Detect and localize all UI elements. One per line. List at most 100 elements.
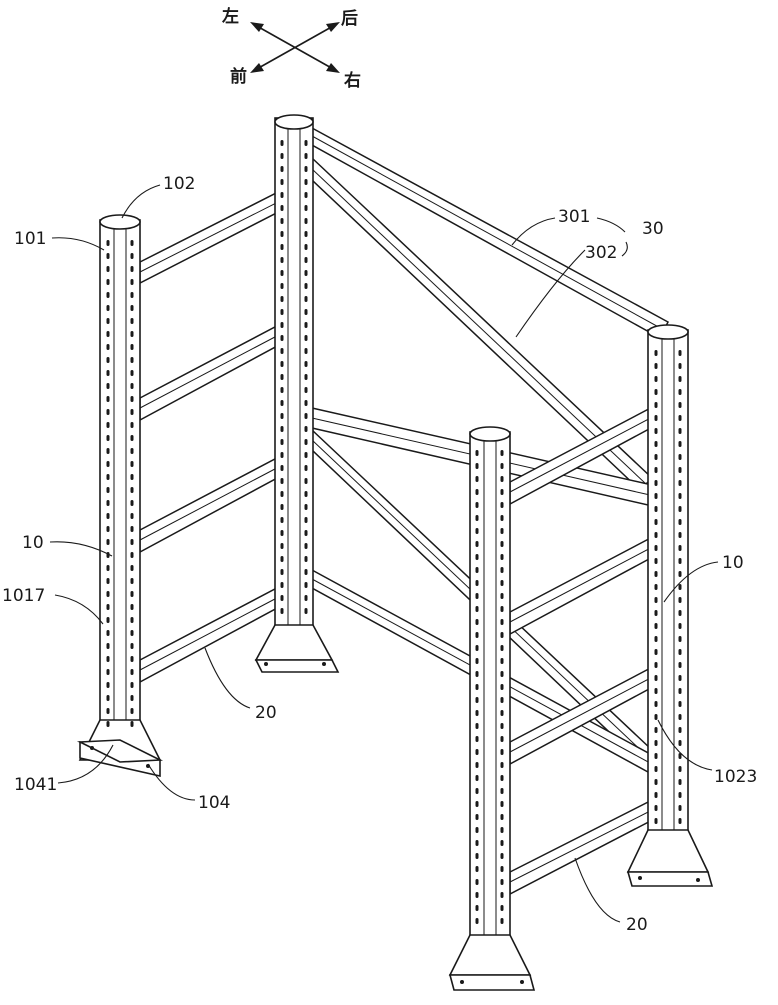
- slot-hole: [305, 595, 308, 601]
- slot-hole: [131, 526, 134, 532]
- slot-hole: [655, 636, 658, 642]
- slot-hole: [131, 370, 134, 376]
- slot-hole: [655, 688, 658, 694]
- arrowhead-back-icon: [326, 22, 340, 32]
- slot-hole: [501, 645, 504, 651]
- slot-hole: [305, 257, 308, 263]
- slot-hole: [655, 454, 658, 460]
- slot-hole: [679, 402, 682, 408]
- slot-hole: [305, 374, 308, 380]
- slot-hole: [107, 435, 110, 441]
- slot-hole: [655, 480, 658, 486]
- slot-hole: [131, 474, 134, 480]
- slot-hole: [305, 335, 308, 341]
- slot-hole: [281, 517, 284, 523]
- slot-hole: [281, 335, 284, 341]
- slot-hole: [305, 452, 308, 458]
- slot-hole: [107, 448, 110, 454]
- slot-hole: [281, 400, 284, 406]
- slot-hole: [655, 740, 658, 746]
- front-right-post: [450, 427, 534, 990]
- slot-hole: [131, 630, 134, 636]
- slot-hole: [131, 539, 134, 545]
- slot-hole: [131, 279, 134, 285]
- slot-hole: [131, 396, 134, 402]
- slot-hole: [501, 658, 504, 664]
- slot-hole: [131, 357, 134, 363]
- slot-hole: [501, 762, 504, 768]
- slot-hole: [655, 415, 658, 421]
- slot-hole: [501, 515, 504, 521]
- slot-hole: [501, 489, 504, 495]
- slot-hole: [679, 350, 682, 356]
- slot-hole: [305, 296, 308, 302]
- slot-hole: [476, 463, 479, 469]
- slot-hole: [131, 331, 134, 337]
- slot-hole: [501, 749, 504, 755]
- slot-hole: [501, 671, 504, 677]
- slot-hole: [305, 504, 308, 510]
- right-beam-2: [510, 532, 662, 634]
- slot-hole: [476, 450, 479, 456]
- slot-hole: [679, 727, 682, 733]
- label-10-right: 10: [722, 553, 744, 573]
- slot-hole: [107, 266, 110, 272]
- slot-hole: [655, 363, 658, 369]
- slot-hole: [131, 266, 134, 272]
- slot-hole: [107, 656, 110, 662]
- slot-hole: [476, 853, 479, 859]
- slot-hole: [679, 519, 682, 525]
- slot-hole: [655, 727, 658, 733]
- slot-hole: [655, 558, 658, 564]
- slot-hole: [281, 231, 284, 237]
- slot-hole: [107, 422, 110, 428]
- slot-hole: [655, 389, 658, 395]
- slot-hole: [281, 595, 284, 601]
- direction-compass: 左 后 前 右: [222, 6, 361, 91]
- slot-hole: [305, 413, 308, 419]
- slot-hole: [501, 554, 504, 560]
- slot-hole: [679, 675, 682, 681]
- slot-hole: [281, 270, 284, 276]
- slot-hole: [281, 426, 284, 432]
- slot-hole: [476, 892, 479, 898]
- slot-hole: [107, 526, 110, 532]
- slot-hole: [655, 467, 658, 473]
- arrowhead-left-icon: [250, 22, 264, 32]
- slot-hole: [107, 383, 110, 389]
- slot-hole: [476, 476, 479, 482]
- slot-hole: [305, 244, 308, 250]
- direction-back-label: 后: [341, 9, 358, 29]
- slot-hole: [679, 610, 682, 616]
- slot-hole: [501, 567, 504, 573]
- slot-hole: [281, 192, 284, 198]
- slot-hole: [655, 610, 658, 616]
- slot-hole: [281, 166, 284, 172]
- slot-hole: [305, 439, 308, 445]
- slot-hole: [107, 253, 110, 259]
- slot-hole: [679, 649, 682, 655]
- slot-hole: [131, 617, 134, 623]
- slot-hole: [281, 361, 284, 367]
- slot-hole: [679, 740, 682, 746]
- slot-hole: [476, 593, 479, 599]
- slot-hole: [679, 363, 682, 369]
- slot-hole: [655, 493, 658, 499]
- slot-hole: [281, 348, 284, 354]
- slot-hole: [281, 478, 284, 484]
- label-30: 30: [642, 219, 664, 239]
- slot-hole: [281, 582, 284, 588]
- slot-hole: [107, 370, 110, 376]
- slot-hole: [131, 422, 134, 428]
- slot-hole: [476, 736, 479, 742]
- slot-hole: [476, 710, 479, 716]
- slot-hole: [131, 513, 134, 519]
- slot-hole: [655, 597, 658, 603]
- slot-hole: [305, 309, 308, 315]
- slot-hole: [655, 623, 658, 629]
- slot-hole: [107, 500, 110, 506]
- slot-hole: [476, 541, 479, 547]
- slot-hole: [501, 918, 504, 924]
- slot-hole: [655, 753, 658, 759]
- slot-hole: [131, 487, 134, 493]
